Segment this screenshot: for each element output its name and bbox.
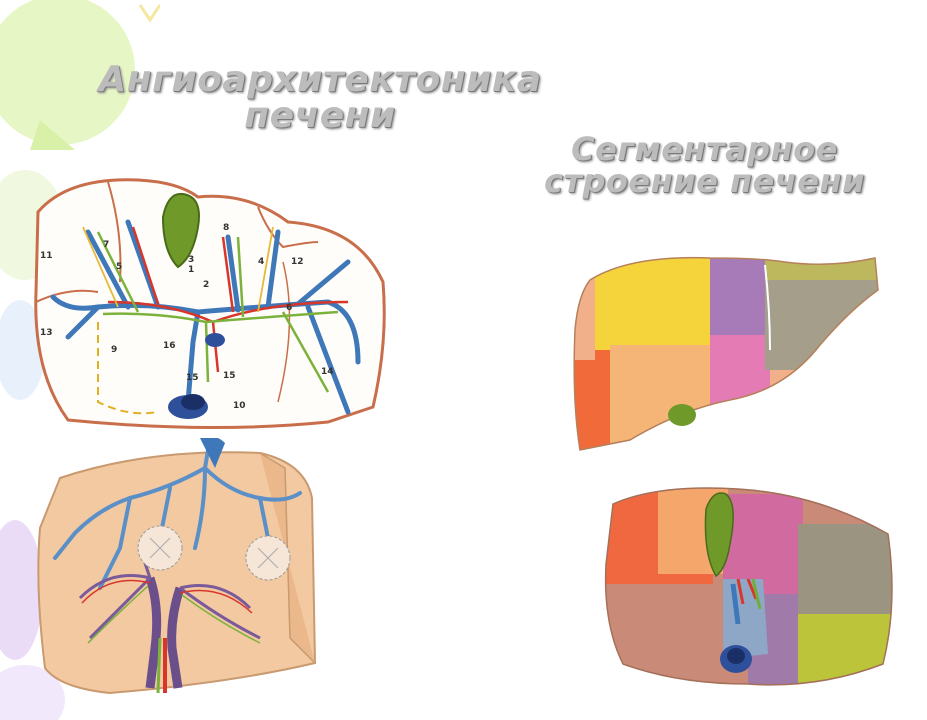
diagram-label-14: 14 xyxy=(321,367,334,377)
title-angioarchitecture: Ангиоархитектоника печени xyxy=(50,62,590,134)
diagram-label-9: 9 xyxy=(111,345,117,355)
diagram-label-6: 6 xyxy=(286,303,292,313)
diagram-label-15b: 15 xyxy=(223,371,236,381)
title-segmental-structure: Сегментарное строение печени xyxy=(512,133,897,197)
diagram-label-11: 11 xyxy=(40,251,53,261)
diagram-label-1: 1 xyxy=(188,265,194,275)
diagram-label-8: 8 xyxy=(223,223,229,233)
diagram-label-10: 10 xyxy=(233,401,246,411)
liver-vessel-diagram: 11 7 5 3 1 2 8 4 12 6 13 9 16 15 15 10 1… xyxy=(34,178,386,430)
diagram-label-12: 12 xyxy=(291,257,304,267)
diagram-label-3: 3 xyxy=(188,255,194,265)
diagram-label-2: 2 xyxy=(203,280,209,290)
title-main-line1: Ангиоархитектоника xyxy=(98,59,542,100)
title-seg-line1: Сегментарное xyxy=(571,130,838,168)
diagram-label-13: 13 xyxy=(40,328,53,338)
liver-segments-visceral xyxy=(604,487,893,686)
diagram-label-5: 5 xyxy=(116,262,122,272)
diagram-label-4: 4 xyxy=(258,257,264,267)
title-seg-line2: строение печени xyxy=(544,162,865,200)
diagram-label-16: 16 xyxy=(163,341,176,351)
diagram-label-7: 7 xyxy=(103,240,109,250)
title-main-line2: печени xyxy=(244,95,396,136)
diagram-label-15a: 15 xyxy=(186,373,199,383)
liver-segments-anterior xyxy=(573,256,879,451)
portal-tree-illustration xyxy=(37,438,317,695)
